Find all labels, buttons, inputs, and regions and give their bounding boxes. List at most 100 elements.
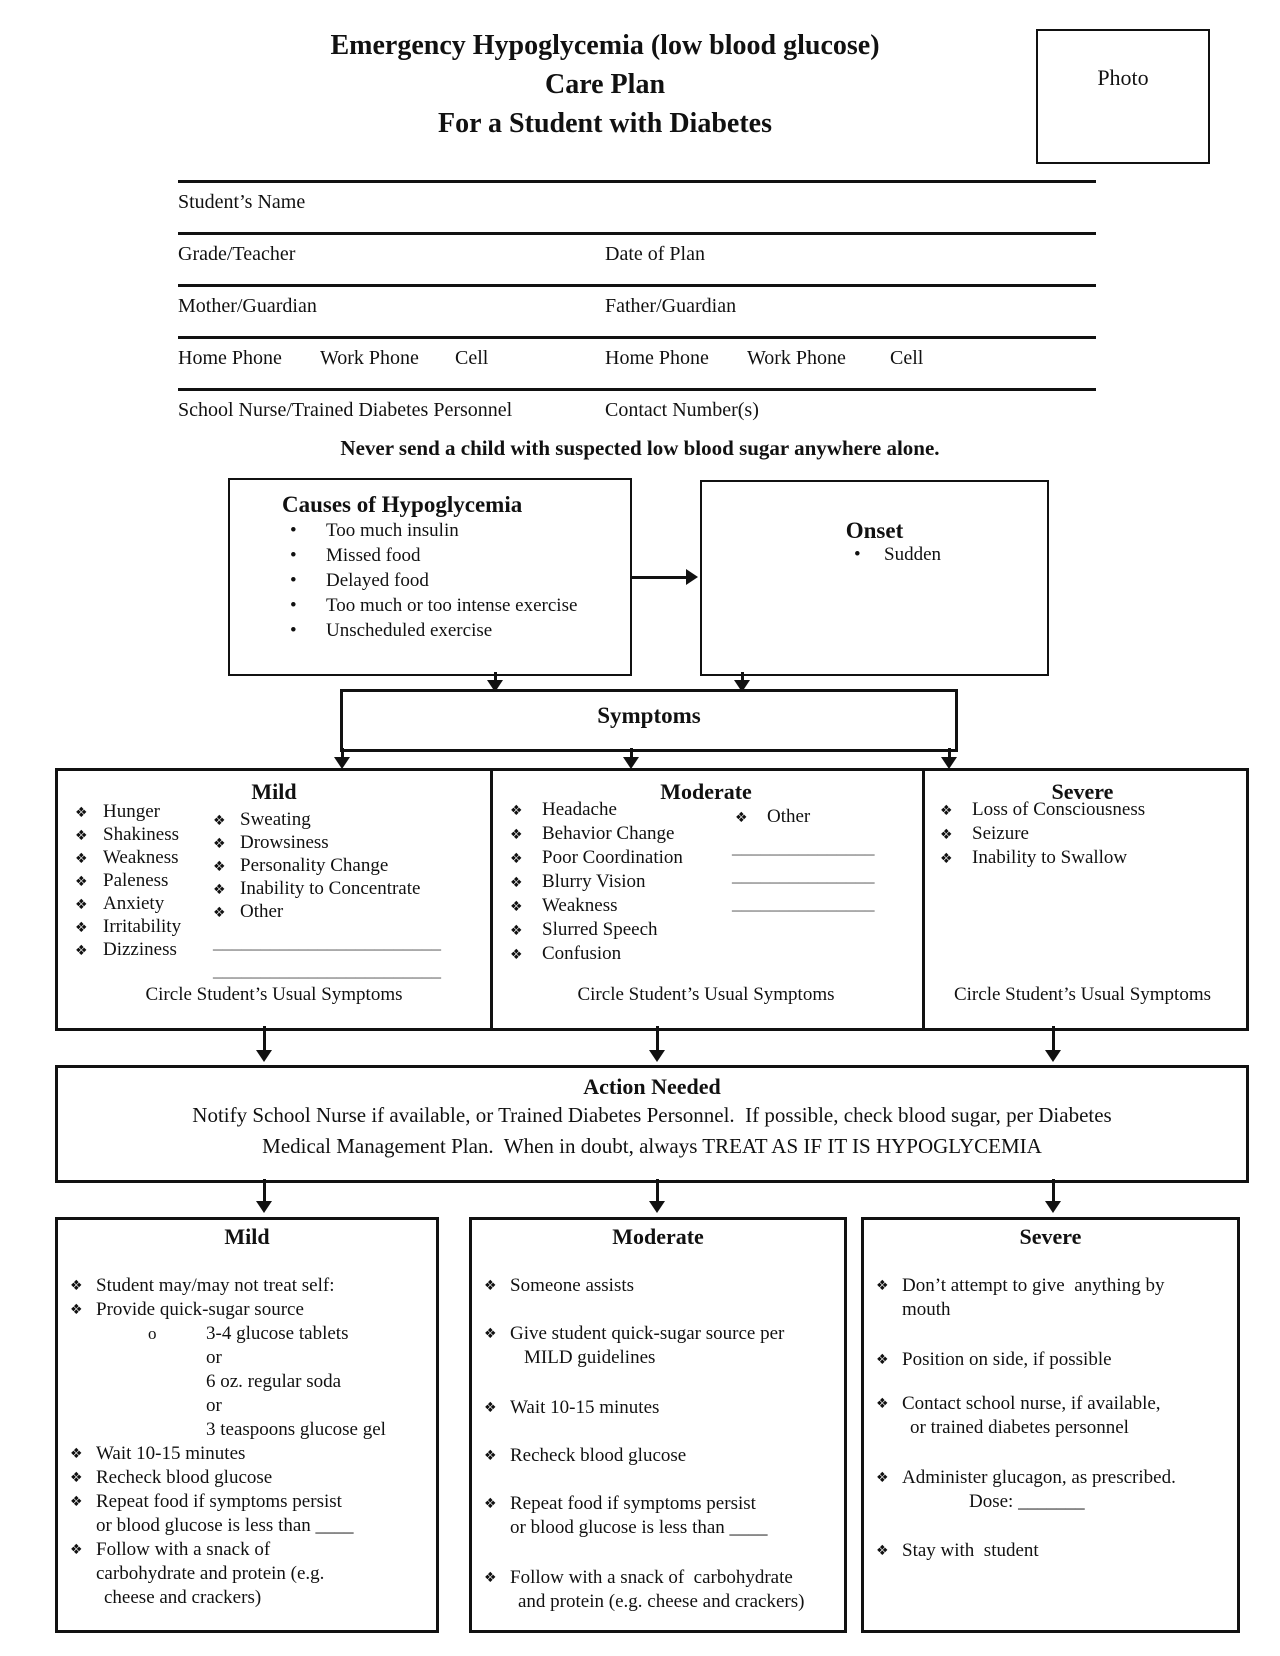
treatment-item-continuation: MILD guidelines	[524, 1347, 656, 1368]
onset-title: Onset	[845, 518, 904, 543]
treatment-item-continuation: or blood glucose is less than ____	[96, 1515, 354, 1536]
warning-text: Never send a child with suspected low bl…	[340, 436, 940, 460]
treatment-item: ❖Give student quick-sugar source per	[484, 1323, 785, 1344]
arrow-action-to-mild	[263, 1179, 266, 1201]
photo-box: Photo	[1036, 29, 1210, 164]
symptoms-header: Symptoms	[597, 703, 701, 728]
photo-label: Photo	[1097, 65, 1149, 90]
diamond-bullet-icon: ❖	[70, 1542, 83, 1558]
diamond-bullet-icon: ❖	[510, 875, 523, 891]
diamond-bullet-icon: ❖	[75, 805, 88, 821]
causes-item: •Delayed food	[290, 570, 429, 591]
diamond-bullet-icon: ❖	[876, 1352, 889, 1368]
treatment-item-continuation: mouth	[902, 1299, 951, 1320]
contact-numbers-label: Contact Number(s)	[605, 399, 759, 421]
student-name-label: Student’s Name	[178, 191, 306, 213]
mild-symptoms-list-1: ❖Hunger ❖Shakiness ❖Weakness ❖Paleness ❖…	[75, 801, 181, 962]
treatment-item: ❖Wait 10-15 minutes	[70, 1443, 246, 1464]
diamond-bullet-icon: ❖	[484, 1278, 497, 1294]
work-phone-label-2: Work Phone	[747, 347, 846, 369]
diamond-bullet-icon: ❖	[735, 810, 748, 826]
treatment-item-continuation: and protein (e.g. cheese and crackers)	[518, 1591, 805, 1612]
diamond-bullet-icon: ❖	[484, 1400, 497, 1416]
symptom-item: ❖Inability to Swallow	[940, 847, 1128, 868]
moderate-symptoms-title: Moderate	[660, 779, 752, 804]
diamond-bullet-icon: ❖	[876, 1396, 889, 1412]
symptom-item: ❖Loss of Consciousness	[940, 799, 1146, 820]
treatment-item: ❖Follow with a snack of carbohydrate	[484, 1567, 793, 1588]
arrow-action-to-moderate	[656, 1179, 659, 1201]
symptom-item: ❖Paleness	[75, 870, 169, 891]
connector-symptoms-mild	[341, 748, 344, 758]
column-divider	[490, 771, 493, 1028]
moderate-treatment-title: Moderate	[612, 1224, 704, 1249]
arrow-down-icon	[1045, 1050, 1061, 1062]
diamond-bullet-icon: ❖	[876, 1278, 889, 1294]
arrow-severe-to-action	[1052, 1026, 1055, 1050]
symptom-item: ❖Weakness	[75, 847, 179, 868]
moderate-symptoms-list-1: ❖Headache ❖Behavior Change ❖Poor Coordin…	[510, 799, 683, 967]
treatment-subitem: 6 oz. regular soda	[206, 1371, 342, 1392]
symptom-item: ❖Weakness	[510, 895, 618, 916]
treatment-subitem: or	[206, 1395, 222, 1416]
bullet-dot-icon: •	[290, 520, 297, 541]
arrow-down-icon	[1045, 1201, 1061, 1213]
title-line-3: For a Student with Diabetes	[438, 108, 772, 139]
blank-line: ________________________	[213, 960, 441, 981]
symptom-item: ❖Other	[213, 901, 284, 922]
diamond-bullet-icon: ❖	[510, 851, 523, 867]
symptom-item: ❖Shakiness	[75, 824, 179, 845]
home-phone-label-1: Home Phone	[178, 347, 282, 369]
grade-teacher-label: Grade/Teacher	[178, 243, 296, 265]
symptom-item: ❖Confusion	[510, 943, 622, 964]
treatment-item-continuation: cheese and crackers)	[104, 1587, 262, 1608]
onset-box: Onset •Sudden	[700, 480, 1049, 676]
symptom-item: ❖Blurry Vision	[510, 871, 646, 892]
circle-symptoms-note-severe: Circle Student’s Usual Symptoms	[953, 984, 1212, 1005]
treatment-item: ❖Don’t attempt to give anything by	[876, 1275, 1165, 1296]
moderate-treatment-list: ❖Someone assists ❖Give student quick-sug…	[472, 1274, 844, 1614]
blank-line: ________________________	[213, 932, 441, 953]
connector-symptoms-severe	[948, 748, 951, 758]
arrow-down-icon	[941, 757, 957, 769]
blank-line: _______________	[732, 865, 875, 886]
severe-treatment-title: Severe	[1019, 1224, 1082, 1249]
mild-treatment-list: ❖Student may/may not treat self: ❖Provid…	[58, 1274, 436, 1610]
connector-symptoms-moderate	[630, 748, 633, 758]
symptom-item: ❖Headache	[510, 799, 617, 820]
treatment-item: ❖Administer glucagon, as prescribed.	[876, 1467, 1176, 1488]
symptom-item: ❖Irritability	[75, 916, 182, 937]
diamond-bullet-icon: ❖	[213, 905, 226, 921]
diamond-bullet-icon: ❖	[70, 1278, 83, 1294]
symptoms-header-box: Symptoms	[340, 689, 958, 752]
treatment-subitem: 3 teaspoons glucose gel	[206, 1419, 386, 1440]
treatment-item: ❖Stay with student	[876, 1540, 1039, 1561]
treatment-item: ❖Contact school nurse, if available,	[876, 1393, 1161, 1414]
home-phone-label-2: Home Phone	[605, 347, 709, 369]
symptom-item: ❖Poor Coordination	[510, 847, 683, 868]
student-info-form: Student’s Name Grade/Teacher Date of Pla…	[178, 180, 1096, 431]
severe-treatment-list: ❖Don’t attempt to give anything by mouth…	[864, 1274, 1237, 1563]
treatment-item-continuation: or blood glucose is less than ____	[510, 1517, 768, 1538]
diamond-bullet-icon: ❖	[510, 923, 523, 939]
diamond-bullet-icon: ❖	[75, 920, 88, 936]
arrow-down-icon	[649, 1050, 665, 1062]
diamond-bullet-icon: ❖	[876, 1543, 889, 1559]
arrow-right-icon	[686, 569, 698, 585]
arrow-action-to-severe	[1052, 1179, 1055, 1201]
treatment-item: ❖Repeat food if symptoms persist	[70, 1491, 342, 1512]
causes-item: •Too much or too intense exercise	[290, 595, 578, 616]
arrow-mild-to-action	[263, 1026, 266, 1050]
diamond-bullet-icon: ❖	[213, 859, 226, 875]
bullet-dot-icon: •	[290, 570, 297, 591]
mild-symptoms-list-2: ❖Sweating ❖Drowsiness ❖Personality Chang…	[213, 809, 420, 924]
onset-item: •Sudden	[854, 544, 941, 565]
symptom-item: ❖Slurred Speech	[510, 919, 658, 940]
diamond-bullet-icon: ❖	[940, 803, 953, 819]
diamond-bullet-icon: ❖	[510, 899, 523, 915]
diamond-bullet-icon: ❖	[75, 943, 88, 959]
diamond-bullet-icon: ❖	[484, 1448, 497, 1464]
treatment-item: ❖Provide quick-sugar source	[70, 1299, 304, 1320]
moderate-symptoms-list-2: ❖Other	[735, 806, 810, 830]
diamond-bullet-icon: ❖	[940, 827, 953, 843]
